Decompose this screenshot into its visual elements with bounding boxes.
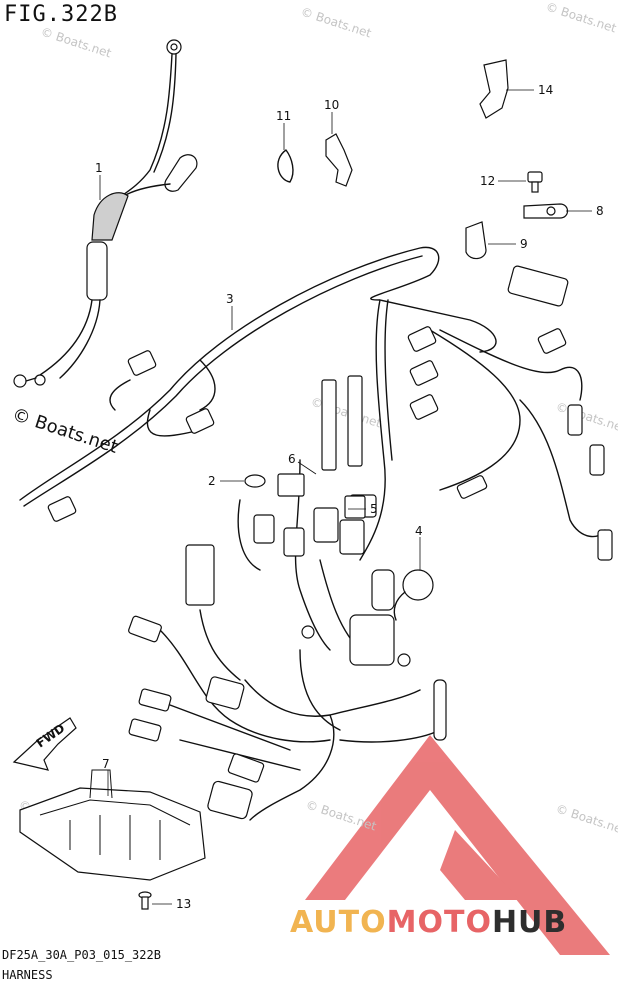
brand-part-moto: MOTO — [386, 905, 492, 940]
part-14-clip[interactable] — [479, 59, 509, 119]
callout-12: 12 — [480, 174, 495, 188]
watermark-top-right: © Boats.net — [544, 0, 618, 36]
callout-11: 11 — [276, 109, 291, 123]
part-7-bracket[interactable] — [19, 769, 206, 881]
callout-9: 9 — [520, 237, 528, 251]
brand-part-auto: AUTO — [290, 905, 387, 940]
part-9-clamp[interactable] — [465, 221, 487, 260]
part-11-tie-clip[interactable] — [277, 149, 294, 183]
brand-wordmark: AUTOMOTOHUB — [290, 905, 567, 940]
part-5-relay[interactable] — [344, 495, 366, 519]
callout-7: 7 — [102, 757, 110, 771]
watermark-bottom-mid: © Boats.net — [304, 798, 378, 834]
callout-4: 4 — [415, 524, 423, 538]
fwd-direction-arrow: FWD — [12, 717, 77, 771]
callout-numbers: 1 2 3 4 5 6 7 8 9 10 11 12 13 14 — [95, 83, 604, 911]
brand-part-hub: HUB — [491, 905, 568, 940]
watermark-top-mid: © Boats.net — [299, 5, 373, 41]
callout-5: 5 — [370, 502, 378, 516]
callout-14: 14 — [538, 83, 553, 97]
callout-8: 8 — [596, 204, 604, 218]
callout-2: 2 — [208, 474, 216, 488]
diagram-name: HARNESS — [2, 968, 53, 982]
callout-3: 3 — [226, 292, 234, 306]
part-12-bolt[interactable] — [527, 171, 543, 193]
callout-13: 13 — [176, 897, 191, 911]
part-2-o-ring[interactable] — [244, 474, 266, 488]
figure-title: FIG.322B — [4, 2, 118, 27]
callout-6: 6 — [288, 452, 296, 466]
diagram-code: DF25A_30A_P03_015_322B — [2, 948, 161, 962]
harness-connectors — [47, 265, 613, 820]
part-1-battery-cable[interactable] — [13, 39, 198, 388]
part-4-sensor[interactable] — [393, 569, 434, 621]
part-10-clip[interactable] — [325, 133, 353, 187]
watermark-bottom-right: © Boats.net — [554, 802, 618, 838]
brand-logo-mark — [305, 735, 610, 955]
part-8-clamp[interactable] — [523, 203, 569, 219]
watermark-right: © Boats.net — [554, 400, 618, 436]
watermark-top-left: © Boats.net — [39, 25, 113, 61]
callout-1: 1 — [95, 161, 103, 175]
part-6-fuse[interactable] — [277, 473, 305, 497]
part-3-main-harness[interactable] — [19, 246, 606, 821]
callout-10: 10 — [324, 98, 339, 112]
watermark-mid-right: © Boats.net — [309, 395, 383, 431]
part-13-screw[interactable] — [138, 891, 152, 910]
